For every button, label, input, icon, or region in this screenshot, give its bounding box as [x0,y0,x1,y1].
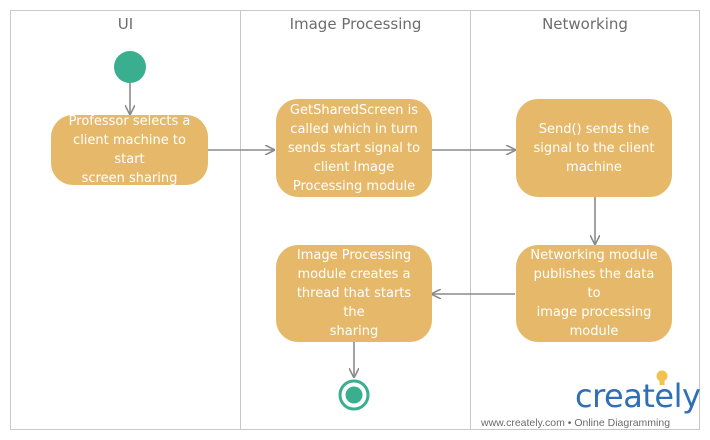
footer-link[interactable]: www.creately.com • Online Diagramming [481,417,671,429]
action-professor-selects-client[interactable]: Professor selects a client machine to st… [51,114,208,186]
lane-title-networking: Networking [542,15,628,33]
swimlane-frame [10,10,700,430]
action-send-signal[interactable]: Send() sends the signal to the client ma… [516,99,672,197]
end-node [338,379,370,411]
creately-logo[interactable]: creately [575,377,701,415]
action-get-shared-screen[interactable]: GetSharedScreen is called which in turn … [276,99,432,197]
lightbulb-icon [656,370,668,385]
action-create-thread[interactable]: Image Processing module creates a thread… [276,245,432,342]
lane-title-ui: UI [117,15,134,33]
start-node [114,51,146,83]
action-networking-publishes[interactable]: Networking module publishes the data to … [516,245,672,342]
lane-title-image-processing: Image Processing [289,15,422,33]
